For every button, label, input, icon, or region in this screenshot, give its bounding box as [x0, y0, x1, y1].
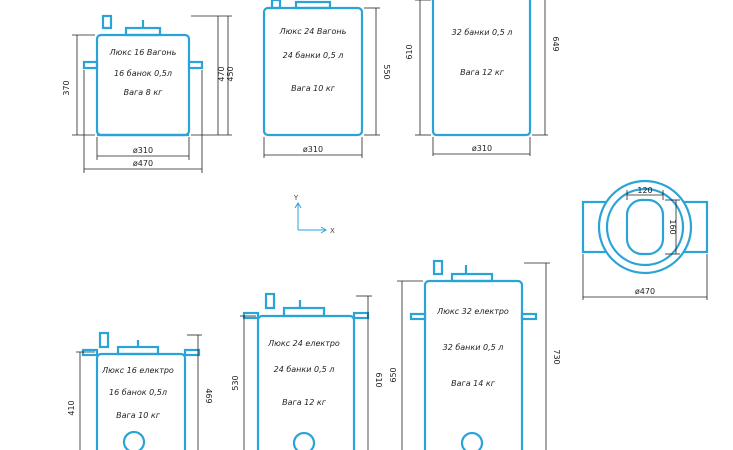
heater-port — [292, 431, 316, 450]
tank-weight: Вага 10 кг — [116, 411, 161, 420]
valve — [432, 259, 444, 276]
tank-weight: Вага 10 кг — [291, 84, 336, 93]
tank-lid — [124, 26, 162, 37]
dim-height-2: 730 — [552, 349, 561, 364]
dim-height: 610 — [405, 44, 414, 59]
valve — [98, 331, 110, 349]
side-handle-left — [81, 348, 99, 357]
tank-32-vagon: 32 банки 0,5 л Вага 12 кг 610 649 ø310 — [405, 0, 560, 156]
tank-jars: 16 банок 0,5л — [114, 69, 172, 78]
axis-y-label: Y — [293, 194, 299, 202]
dim-height: 160 — [668, 219, 677, 234]
dim-height: 410 — [67, 400, 76, 415]
valve — [270, 0, 282, 10]
dim-height-2: 469 — [204, 388, 213, 403]
tank-lid — [294, 0, 332, 10]
side-handle-right — [187, 60, 204, 70]
lid-opening — [625, 198, 665, 256]
tank-weight: Вага 12 кг — [460, 68, 505, 77]
valve — [264, 292, 276, 310]
tank-lid — [282, 306, 326, 318]
heater-port — [460, 431, 484, 450]
tank-name: Люкс 24 Вагонь — [279, 27, 347, 36]
tank-name: Люкс 16 Вагонь — [109, 48, 177, 57]
dim-height-2: 610 — [374, 372, 383, 387]
side-handle-right — [183, 348, 201, 357]
side-handle-left — [82, 60, 99, 70]
tank-weight: Вага 8 кг — [124, 88, 164, 97]
dim-height: 530 — [231, 375, 240, 390]
tank-name: Люкс 32 електро — [436, 307, 509, 316]
tank-name: Люкс 24 електро — [267, 339, 340, 348]
dim-outer-dia: ø470 — [635, 287, 655, 296]
tank-top-view: 120 160 ø470 — [581, 179, 709, 300]
tank-body — [431, 0, 532, 137]
tank-luks-24-elektro: Люкс 24 електро 24 банки 0,5 л Вага 12 к… — [231, 292, 383, 450]
axis-indicator: Y X — [293, 194, 335, 235]
side-handle-left — [242, 311, 260, 320]
valve — [101, 14, 113, 30]
dim-dia: ø310 — [303, 145, 323, 154]
tank-name: Люкс 16 електро — [101, 366, 174, 375]
tank-weight: Вага 12 кг — [282, 398, 327, 407]
dim-height-3: 450 — [226, 66, 235, 81]
tank-jars: 16 банок 0,5л — [109, 388, 167, 397]
dim-height-2: 470 — [217, 66, 226, 81]
side-handle-right — [352, 311, 370, 320]
tank-luks-16-elektro: Люкс 16 електро 16 банок 0,5л Вага 10 кг… — [67, 331, 213, 450]
heater-port — [122, 430, 146, 450]
dim-width: 120 — [637, 186, 652, 195]
tank-body — [256, 314, 356, 450]
axis-x-label: X — [330, 227, 335, 235]
tank-weight: Вага 14 кг — [451, 379, 496, 388]
tank-luks-16-vagon: Люкс 16 Вагонь 16 банок 0,5л Вага 8 кг 3… — [62, 14, 235, 173]
dim-inner-dia: ø310 — [133, 146, 153, 155]
dim-height: 370 — [62, 80, 71, 95]
dim-height: 550 — [382, 64, 391, 79]
tank-jars: 32 банки 0,5 л — [452, 28, 513, 37]
side-handle-right — [520, 312, 538, 321]
inner-rim — [605, 187, 685, 267]
tank-luks-24-vagon: Люкс 24 Вагонь 24 банки 0,5 л Вага 10 кг… — [262, 0, 391, 158]
tank-luks-32-elektro: Люкс 32 електро 32 банки 0,5 л Вага 14 к… — [389, 259, 561, 450]
tank-jars: 24 банки 0,5 л — [274, 365, 335, 374]
tank-lid — [450, 272, 494, 283]
tank-lid — [116, 345, 160, 356]
tank-jars: 24 банки 0,5 л — [283, 51, 344, 60]
side-handle-left — [409, 312, 427, 321]
dim-outer-dia: ø470 — [133, 159, 153, 168]
dim-dia: ø310 — [472, 144, 492, 153]
dim-height: 650 — [389, 367, 398, 382]
outer-rim — [597, 179, 693, 275]
tank-jars: 32 банки 0,5 л — [443, 343, 504, 352]
dim-height-2: 649 — [551, 36, 560, 51]
